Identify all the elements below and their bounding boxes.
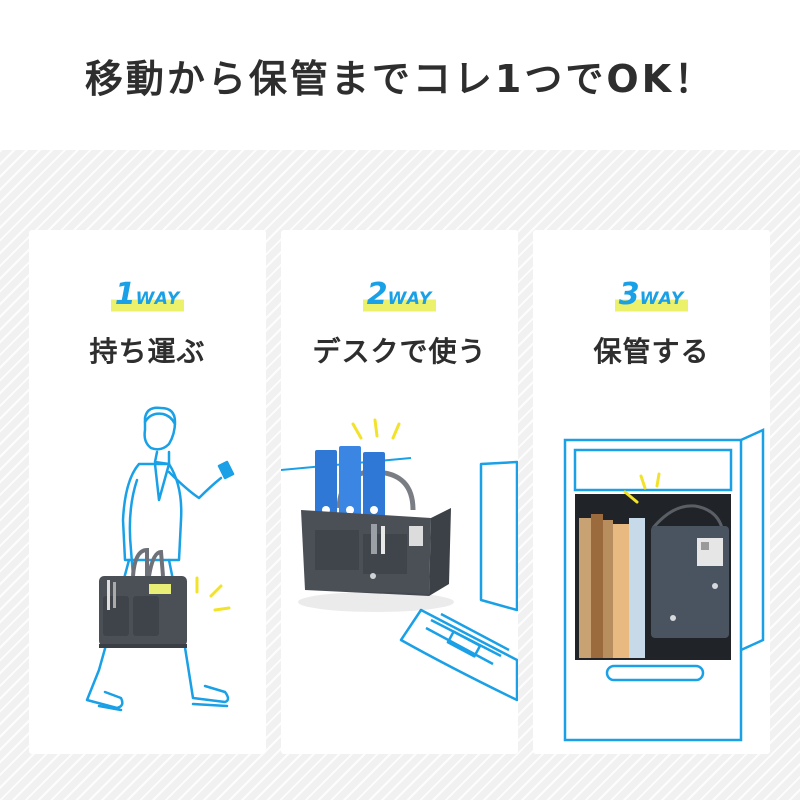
books <box>579 514 645 658</box>
way-label: 1WAY <box>29 280 266 314</box>
page-headline: 移動から保管までコレ1つでOK！ <box>84 56 716 101</box>
way-word: WAY <box>387 289 433 309</box>
way-number: 1 <box>114 277 136 312</box>
way-word: WAY <box>135 289 181 309</box>
way-label: 2WAY <box>281 280 518 314</box>
illustration-locker-storage <box>533 400 770 754</box>
way-highlight: 3WAY <box>614 277 689 314</box>
card-desk: 2WAY デスクで使う <box>281 230 518 754</box>
card-title: デスクで使う <box>312 335 487 368</box>
laptop-keyboard <box>399 608 518 702</box>
card-carry: 1WAY 持ち運ぶ <box>29 230 266 754</box>
way-number: 2 <box>366 277 388 312</box>
way-highlight: 1WAY <box>110 277 185 314</box>
card-title: 保管する <box>593 335 710 368</box>
bag-illustration <box>651 504 729 638</box>
way-word: WAY <box>639 289 685 309</box>
illustration-man-carrying-bag <box>29 400 266 754</box>
blue-binder <box>629 518 645 658</box>
way-highlight: 2WAY <box>362 277 437 314</box>
way-number: 3 <box>618 277 640 312</box>
card-storage: 3WAY 保管する <box>533 230 770 754</box>
illustration-desk-with-bag <box>281 400 518 754</box>
way-label: 3WAY <box>533 280 770 314</box>
card-title: 持ち運ぶ <box>89 335 206 368</box>
bag-illustration <box>298 446 454 612</box>
bag-illustration <box>99 547 187 648</box>
